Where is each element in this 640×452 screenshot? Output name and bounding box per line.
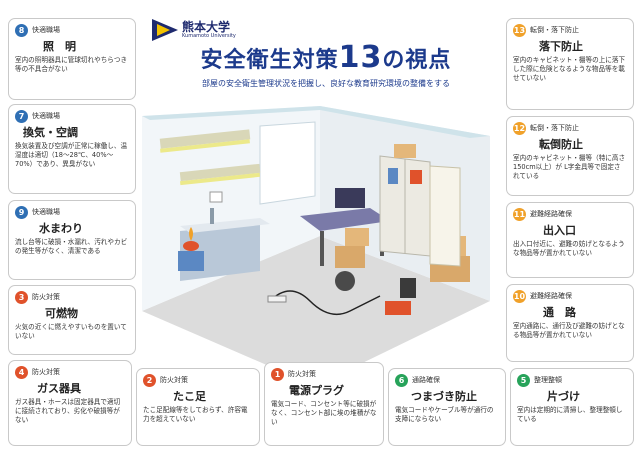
card-category: 避難経路確保: [530, 210, 572, 218]
power-cable-icon: [269, 290, 381, 316]
card-title: 水まわり: [39, 222, 83, 235]
number-badge: 7: [15, 109, 28, 123]
page-subtitle: 部屋の安全衛生管理状況を把握し、良好な教育研究環境の整備をする: [202, 79, 450, 88]
number-badge: 5: [517, 373, 530, 387]
number-badge: 13: [513, 23, 526, 37]
card-fall-prevention: 13 転倒・落下防止 落下防止 室内のキャビネット・棚等の上に落下した際に危険と…: [506, 18, 634, 110]
card-category: 快適職場: [32, 112, 60, 120]
title-main: 安全衛生対策: [200, 48, 339, 73]
card-title: 転倒防止: [539, 138, 583, 151]
card-title: 可燃物: [45, 307, 78, 320]
card-title: 換気・空調: [23, 126, 78, 139]
card-title: 落下防止: [539, 40, 583, 53]
card-description: 出入口付近に、避難の妨げとなるような物品等が置かれていない: [513, 240, 625, 257]
card-description: 室内の照明器具に管球切れやちらつき等の不具合がない: [15, 56, 128, 73]
card-description: 電気コード、コンセント等に破損がなく、コンセント部に埃の堆積がない: [271, 400, 377, 426]
number-badge: 6: [395, 373, 408, 387]
number-badge: 12: [513, 121, 526, 135]
card-combustibles: 3 防火対策 可燃物 火気の近くに燃えやすいものを置いていない: [8, 285, 136, 355]
card-title: つまづき防止: [411, 390, 477, 403]
title-tail: の視点: [382, 48, 452, 73]
card-description: 室内は定期的に清掃し、整理整頓している: [517, 406, 623, 423]
card-category: 整理整頓: [534, 376, 562, 384]
card-title: 片づけ: [547, 390, 580, 403]
door-icon: [429, 165, 461, 267]
number-badge: 2: [143, 373, 156, 387]
card-tidying: 5 整理整頓 片づけ 室内は定期的に清掃し、整理整頓している: [510, 368, 634, 446]
card-category: 防火対策: [288, 370, 316, 378]
window-icon: [259, 121, 316, 205]
number-badge: 4: [15, 365, 28, 379]
card-water: 9 快適職場 水まわり 流し台等に破損・水漏れ、汚れやカビの発生等がなく、清潔で…: [8, 200, 136, 280]
chair-icon: [335, 271, 355, 291]
card-title: 照 明: [43, 40, 76, 53]
card-category: 転倒・落下防止: [530, 26, 579, 34]
card-tip-prevention: 12 転倒・落下防止 転倒防止 室内のキャビネット・棚等（特に高さ150cm以上…: [506, 116, 634, 196]
card-description: 室内のキャビネット・棚等（特に高さ150cm以上）が L字金具等で固定されている: [513, 154, 626, 180]
card-category: 防火対策: [32, 368, 60, 376]
number-badge: 9: [15, 205, 28, 219]
page-title: 安全衛生対策13の視点: [176, 40, 476, 75]
room-top-edge: [142, 106, 490, 138]
number-badge: 3: [15, 290, 28, 304]
logo-english: Kumamoto University: [182, 33, 236, 39]
gas-burner-icon: [178, 227, 204, 271]
card-category: 快適職場: [32, 208, 60, 216]
thermostat-icon: [209, 191, 223, 203]
card-description: 室内通路に、通行及び避難の妨げとなる物品等が置かれていない: [513, 322, 625, 339]
cabinet-icon: [379, 144, 431, 257]
card-title: 出入口: [543, 224, 576, 237]
monitor-icon: [335, 188, 365, 208]
university-emblem-icon: [152, 19, 178, 41]
card-description: 流し台等に破損・水漏れ、汚れやカビの発生等がなく、清潔である: [15, 238, 128, 255]
storage-box-icon: [385, 301, 411, 315]
ceiling-light-icon: [159, 129, 261, 186]
card-ventilation: 7 快適職場 換気・空調 換気装置及び空調が正常に稼働し、温湿度は適切（18～2…: [8, 104, 136, 194]
number-badge: 1: [271, 367, 284, 381]
number-badge: 11: [513, 207, 526, 221]
trash-can-icon: [400, 278, 416, 298]
card-description: 換気装置及び空調が正常に稼働し、温湿度は適切（18～28℃、40%～70%）であ…: [15, 142, 128, 168]
card-description: 室内のキャビネット・棚等の上に落下した際に危険となるような物品等を載せていない: [513, 56, 626, 82]
card-category: 快適職場: [32, 26, 60, 34]
card-title: 通 路: [543, 306, 576, 319]
card-octopus-wiring: 2 防火対策 たこ足 たこ足配線等をしておらず、許容電力を超えていない: [136, 368, 260, 446]
number-badge: 10: [513, 289, 526, 303]
logo-japanese: 熊本大学: [182, 20, 231, 34]
card-title: 電源プラグ: [289, 384, 344, 397]
card-trip-prevention: 6 通路確保 つまづき防止 電気コードやケーブル等が通行の支障にならない: [388, 368, 506, 446]
card-description: 火気の近くに燃えやすいものを置いていない: [15, 323, 127, 340]
room-floor: [142, 236, 490, 386]
card-entrance: 11 避難経路確保 出入口 出入口付近に、避難の妨げとなるような物品等が置かれて…: [506, 202, 634, 278]
card-category: 通路確保: [412, 376, 440, 384]
card-title: ガス器具: [37, 382, 81, 395]
title-number: 13: [338, 40, 383, 75]
number-badge: 8: [15, 23, 28, 37]
card-category: 転倒・落下防止: [530, 124, 579, 132]
card-category: 防火対策: [160, 376, 188, 384]
card-lighting: 8 快適職場 照 明 室内の照明器具に管球切れやちらつき等の不具合がない: [8, 18, 136, 100]
card-description: たこ足配線等をしておらず、許容電力を超えていない: [143, 406, 248, 423]
room-illustration: 150cm: [142, 106, 490, 386]
card-description: 電気コードやケーブル等が通行の支障にならない: [395, 406, 494, 423]
card-passage: 10 避難経路確保 通 路 室内通路に、通行及び避難の妨げとなる物品等が置かれて…: [506, 284, 634, 362]
card-title: たこ足: [173, 390, 206, 403]
card-category: 防火対策: [32, 293, 60, 301]
power-strip-icon: [267, 295, 287, 303]
university-logo: 熊本大学 Kumamoto University: [152, 19, 236, 41]
card-category: 避難経路確保: [530, 292, 572, 300]
card-gas: 4 防火対策 ガス器具 ガス器具・ホースは固定器具で適切に接続されており、劣化や…: [8, 360, 132, 446]
card-description: ガス器具・ホースは固定器具で適切に接続されており、劣化や破損等がない: [15, 398, 121, 424]
card-power-plug: 1 防火対策 電源プラグ 電気コード、コンセント等に破損がなく、コンセント部に埃…: [264, 362, 384, 446]
